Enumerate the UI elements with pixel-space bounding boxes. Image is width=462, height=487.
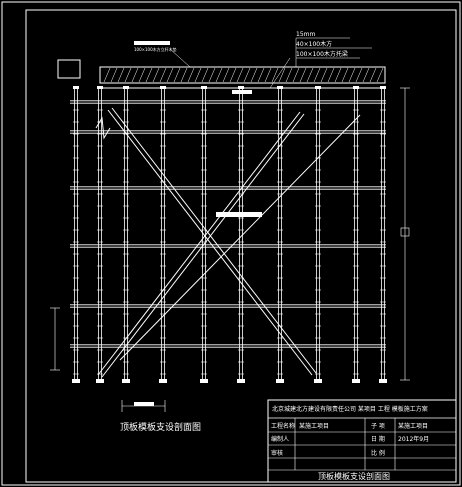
pole-top-support <box>380 86 386 89</box>
slab-hatch-line <box>208 67 216 83</box>
slab-hatch-line <box>327 67 335 83</box>
cross-bracing <box>97 107 361 378</box>
slab-hatch-line <box>292 67 300 83</box>
pole-top-support <box>160 86 166 89</box>
slab-hatch-line <box>173 67 181 83</box>
pole-top-support <box>315 86 321 89</box>
slab-hatch-line <box>131 67 139 83</box>
slab-hatch-line <box>222 67 230 83</box>
slab-hatch-line <box>243 67 251 83</box>
slab-hatch-line <box>362 67 370 83</box>
pole-base <box>159 379 167 383</box>
slab-hatch-line <box>229 67 237 83</box>
slab-callouts: 100×100木方立杆木垫 15mm 40×100木方 100×100木方托梁 <box>134 31 372 217</box>
subitem-label: 子 项 <box>371 423 385 430</box>
scale-label: 比 例 <box>371 449 385 457</box>
pole-top-support <box>73 86 79 89</box>
pole-base <box>379 379 387 383</box>
slab-hatch-line <box>299 67 307 83</box>
slab-hatch-line <box>320 67 328 83</box>
slab-hatch-line <box>201 67 209 83</box>
pole-base <box>276 379 284 383</box>
slab-hatch-line <box>194 67 202 83</box>
scaffold-frame <box>70 86 387 383</box>
pole-base <box>122 379 130 383</box>
pole-base <box>352 379 360 383</box>
title-block-header: 北京城建北方建设有限责任公司 某项目 工程 模板施工方案 <box>272 405 428 413</box>
designer-label: 编制人 <box>271 435 289 443</box>
pole-base <box>200 379 208 383</box>
slab-hatch-line <box>271 67 279 83</box>
pole-top-support <box>123 86 129 89</box>
subitem-value: 某施工项目 <box>398 422 428 430</box>
slab-hatch-line <box>145 67 153 83</box>
pole-base <box>72 379 80 383</box>
date-value: 2012年9月 <box>398 435 429 443</box>
footer-title: 顶板模板支设剖面图 <box>318 471 390 481</box>
inner-border <box>25 9 457 483</box>
break-symbol <box>95 116 111 140</box>
slab-hatch-line <box>376 67 384 83</box>
pole-top-support <box>277 86 283 89</box>
pole-base <box>237 379 245 383</box>
slab-hatch-line <box>159 67 167 83</box>
slab-hatch-line <box>103 67 111 83</box>
slab-hatch-line <box>166 67 174 83</box>
drawing-title: 顶板模板支设剖面图 <box>120 421 201 433</box>
dimension-lines <box>50 87 410 412</box>
slab-hatch-line <box>306 67 314 83</box>
project-value: 某施工项目 <box>299 422 329 430</box>
floor-slab <box>57 59 386 89</box>
callout-1: 100×100木方立杆木垫 <box>134 46 177 52</box>
slab-hatch-line <box>152 67 160 83</box>
pole-top-support <box>353 86 359 89</box>
slab-end-block <box>57 59 81 79</box>
slab-hatch-line <box>110 67 118 83</box>
project-label: 工程名称 <box>271 422 295 430</box>
slab-hatch-line <box>348 67 356 83</box>
slab-hatch-line <box>138 67 146 83</box>
pole-top-support <box>238 86 244 89</box>
pole-top-support <box>201 86 207 89</box>
center-label-bar <box>216 212 262 217</box>
slab-hatch-line <box>285 67 293 83</box>
slab-hatch-line <box>236 67 244 83</box>
pole-base <box>96 379 104 383</box>
slab-hatch-line <box>313 67 321 83</box>
label-bar <box>134 41 170 45</box>
slab-hatch-line <box>187 67 195 83</box>
slab-hatch-line <box>215 67 223 83</box>
slab-hatch-line <box>341 67 349 83</box>
pole-base <box>314 379 322 383</box>
slab-hatch-line <box>250 67 258 83</box>
slab-hatch-line <box>264 67 272 83</box>
slab-hatch-line <box>180 67 188 83</box>
callout-4: 100×100木方托梁 <box>296 50 348 58</box>
title-block: 北京城建北方建设有限责任公司 某项目 工程 模板施工方案 工程名称 某施工项目 … <box>267 399 457 483</box>
pole-top-support <box>97 86 103 89</box>
callout-3: 40×100木方 <box>296 40 332 48</box>
slab-hatch-line <box>117 67 125 83</box>
slab-hatch-line <box>124 67 132 83</box>
callout-2: 15mm <box>296 31 315 38</box>
slab-hatch-line <box>278 67 286 83</box>
slab-hatch-line <box>334 67 342 83</box>
date-label: 日 期 <box>371 435 385 443</box>
slab-hatch-line <box>369 67 377 83</box>
slab-hatch-line <box>257 67 265 83</box>
reviewer-label: 审核 <box>271 449 283 457</box>
slab-hatch-line <box>355 67 363 83</box>
